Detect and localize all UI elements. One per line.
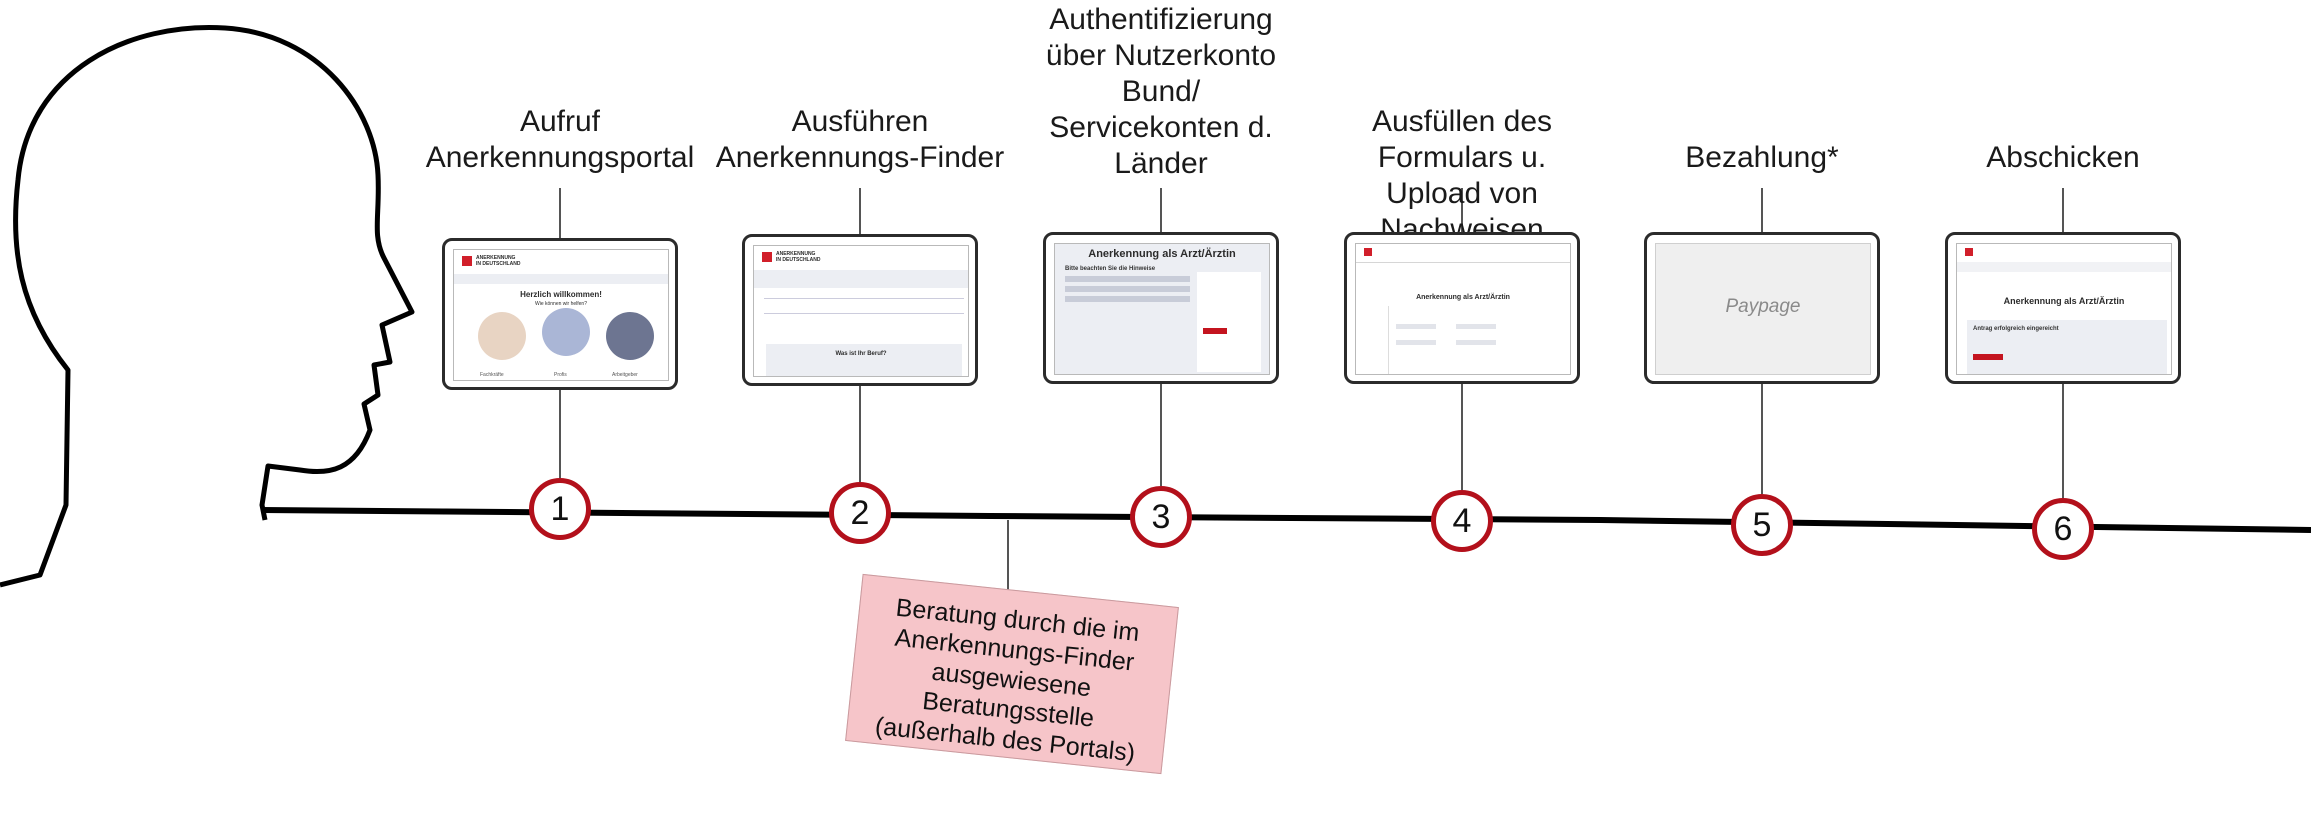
step-3-label: Authentifizierung über Nutzerkonto Bund/… bbox=[1045, 3, 1277, 180]
step-2-number: 2 bbox=[829, 482, 891, 544]
submit-status: Antrag erfolgreich eingereicht bbox=[1973, 326, 2059, 332]
finder-progress bbox=[764, 298, 964, 314]
auth-button bbox=[1203, 328, 1227, 334]
portal-welcome: Herzlich willkommen! bbox=[520, 290, 602, 299]
step-2-label: Ausführen Anerkennungs-Finder bbox=[715, 105, 1005, 174]
portal-subtitle: Wie können wir helfen? bbox=[535, 301, 587, 307]
submit-button bbox=[1973, 354, 2003, 360]
screen-auth-thumbnail: Anerkennung als Arzt/Ärztin Bitte beacht… bbox=[1043, 232, 1279, 384]
auth-title: Anerkennung als Arzt/Ärztin bbox=[1088, 248, 1236, 260]
photo-skilled-worker-icon bbox=[478, 312, 526, 360]
step-1-number: 1 bbox=[529, 478, 591, 540]
portal-logo-icon bbox=[462, 256, 472, 266]
step-6-label: Abschicken bbox=[1986, 141, 2140, 174]
step-5-number: 5 bbox=[1731, 494, 1793, 556]
finder-question-box bbox=[766, 344, 962, 376]
step-5-label: Bezahlung* bbox=[1685, 141, 1839, 174]
auth-hint: Bitte beachten Sie die Hinweise bbox=[1065, 266, 1156, 272]
step-4-number: 4 bbox=[1431, 490, 1493, 552]
step-6-number: 6 bbox=[2032, 498, 2094, 560]
timeline-line bbox=[261, 507, 2311, 533]
submit-logo-icon bbox=[1965, 248, 1973, 256]
form-logo-icon bbox=[1364, 248, 1372, 256]
consultation-note: Beratung durch die im Anerkennungs-Finde… bbox=[845, 573, 1179, 775]
connectors bbox=[559, 188, 2064, 612]
screen-paypage-thumbnail: Paypage bbox=[1644, 232, 1880, 384]
screen-submit-thumbnail: Anerkennung als Arzt/Ärztin Antrag erfol… bbox=[1945, 232, 2181, 384]
step-3-number: 3 bbox=[1130, 486, 1192, 548]
head-profile-outline bbox=[0, 25, 415, 588]
photo-professionals-icon bbox=[542, 308, 590, 356]
step-4-label: Ausfüllen des Formulars u. Upload von Na… bbox=[1371, 105, 1553, 246]
portal-label-3: Arbeitgeber bbox=[612, 372, 638, 378]
form-title: Anerkennung als Arzt/Ärztin bbox=[1416, 294, 1510, 301]
screen-form-thumbnail: Anerkennung als Arzt/Ärztin bbox=[1344, 232, 1580, 384]
finder-logo-icon bbox=[762, 252, 772, 262]
portal-label-2: Profis bbox=[554, 372, 567, 378]
paypage-text: Paypage bbox=[1725, 296, 1801, 317]
photo-employer-icon bbox=[606, 312, 654, 360]
finder-question: Was ist Ihr Beruf? bbox=[835, 351, 887, 357]
portal-label-1: Fachkräfte bbox=[480, 372, 504, 378]
step-1-label: Aufruf Anerkennungsportal bbox=[425, 105, 695, 174]
submit-title: Anerkennung als Arzt/Ärztin bbox=[2003, 296, 2125, 306]
